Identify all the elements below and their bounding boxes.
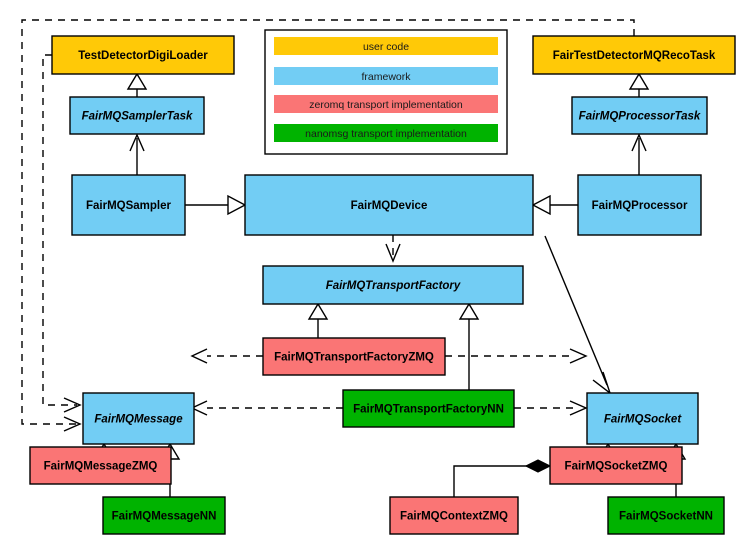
class-box-rect[interactable] [69, 96, 205, 135]
class-box-FairMQDevice[interactable]: FairMQDevice [244, 174, 534, 236]
edge-device-to-socket [544, 235, 612, 395]
class-box-FairMQSocketNN[interactable]: FairMQSocketNN [607, 496, 725, 535]
legend-swatch-user-code [274, 37, 498, 55]
edge-processortask-to-recotask [628, 72, 650, 97]
class-box-FairMQTransportFactory[interactable]: FairMQTransportFactory [262, 265, 524, 305]
class-box-rect[interactable] [29, 446, 172, 485]
class-box-rect[interactable] [586, 392, 699, 445]
edge-sampler-to-device [185, 194, 247, 216]
class-box-FairMQTransportFactoryNN[interactable]: FairMQTransportFactoryNN [342, 389, 515, 428]
class-box-FairMQProcessorTask[interactable]: FairMQProcessorTask [571, 96, 708, 135]
class-box-FairTestDetectorMQRecoTask[interactable]: FairTestDetectorMQRecoTask [532, 35, 736, 75]
class-box-rect[interactable] [549, 446, 683, 485]
edge-factoryzmq-to-message [190, 348, 263, 364]
edge-processor-to-device [531, 194, 578, 216]
class-box-FairMQSampler[interactable]: FairMQSampler [71, 174, 186, 236]
edge-factorynn-to-message [190, 400, 343, 416]
edge-sampler-to-samplertask [129, 133, 145, 175]
class-box-FairMQSamplerTask[interactable]: FairMQSamplerTask [69, 96, 205, 135]
class-box-FairMQMessageZMQ[interactable]: FairMQMessageZMQ [29, 446, 172, 485]
class-box-FairMQSocketZMQ[interactable]: FairMQSocketZMQ [549, 446, 683, 485]
edge-processor-to-processortask [631, 133, 647, 175]
edge-samplertask-to-digiloader [126, 72, 148, 97]
class-box-FairMQMessageNN[interactable]: FairMQMessageNN [102, 496, 226, 535]
class-box-FairMQTransportFactoryZMQ[interactable]: FairMQTransportFactoryZMQ [262, 337, 446, 376]
class-box-rect[interactable] [51, 35, 235, 75]
class-box-rect[interactable] [244, 174, 534, 236]
edge-factorynn-to-socket [514, 400, 588, 416]
class-box-rect[interactable] [577, 174, 702, 236]
edge-device-to-transportfactory [385, 235, 401, 263]
class-box-rect[interactable] [71, 174, 186, 236]
class-box-rect[interactable] [102, 496, 226, 535]
class-box-rect[interactable] [262, 265, 524, 305]
edge-factoryzmq-to-factory [307, 302, 329, 338]
edge-contextzmq-to-socketzmq [453, 459, 552, 497]
class-box-FairMQMessage[interactable]: FairMQMessage [82, 392, 195, 445]
edge-digiloader-to-message [42, 54, 82, 413]
class-box-FairMQProcessor[interactable]: FairMQProcessor [577, 174, 702, 236]
edge-recotask-to-message [21, 19, 635, 432]
class-box-FairMQSocket[interactable]: FairMQSocket [586, 392, 699, 445]
class-box-TestDetectorDigiLoader[interactable]: TestDetectorDigiLoader [51, 35, 235, 75]
class-box-rect[interactable] [607, 496, 725, 535]
class-box-rect[interactable] [262, 337, 446, 376]
class-box-rect[interactable] [389, 496, 519, 535]
edge-factoryzmq-to-socket [445, 348, 588, 364]
legend-swatch-zeromq [274, 95, 498, 113]
class-box-rect[interactable] [82, 392, 195, 445]
legend-swatch-nanomsg [274, 124, 498, 142]
legend: user code framework zeromq transport imp… [264, 29, 508, 155]
legend-swatch-framework [274, 67, 498, 85]
class-box-FairMQContextZMQ[interactable]: FairMQContextZMQ [389, 496, 519, 535]
class-box-rect[interactable] [342, 389, 515, 428]
class-box-rect[interactable] [571, 96, 708, 135]
edge-factorynn-to-factory [458, 302, 480, 390]
class-box-rect[interactable] [532, 35, 736, 75]
